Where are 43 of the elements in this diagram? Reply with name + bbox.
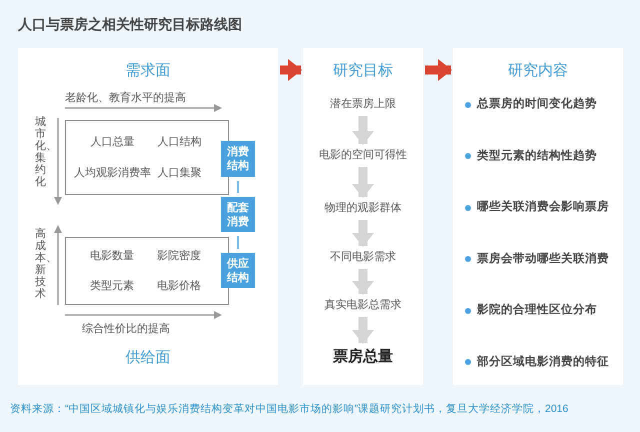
block-arrow	[352, 269, 374, 295]
result-text: 票房总量	[313, 347, 413, 367]
diagram-title: 人口与票房之相关性研究目标路线图	[18, 15, 242, 34]
panel-footer: 供给面	[18, 346, 278, 369]
content-item: 票房会带动哪些关联消费	[477, 251, 609, 266]
content-item: 类型元素的结构性趋势	[477, 148, 597, 164]
panel	[18, 48, 278, 385]
factor-text: 人口结构	[156, 135, 202, 150]
panel-heading: 需求面	[124, 61, 172, 81]
block-arrow	[352, 220, 374, 247]
connector-line	[237, 236, 239, 249]
axis-label: 老龄化、教育水平的提高	[65, 90, 186, 106]
block-arrow	[280, 59, 302, 81]
step-text: 不同电影需求	[308, 250, 418, 265]
factor-text: 人均观影消费率	[74, 166, 151, 180]
content-item: 部分区域电影消费的特征	[477, 354, 609, 370]
step-text: 物理的观影群体	[308, 201, 418, 216]
tag-box: 配套消费	[221, 197, 255, 232]
source-note: 资料来源：“中国区域城镇化与娱乐消费结构变革对中国电影市场的影响”课题研究计划书，复旦大学经济学院，2016	[10, 402, 568, 417]
panel-heading: 研究目标	[332, 61, 394, 81]
panel-heading: 研究内容	[507, 61, 569, 81]
factor-text: 类型元素	[88, 278, 135, 294]
factor-text: 影院密度	[156, 248, 202, 264]
block-arrow	[352, 116, 374, 145]
connector-line	[237, 181, 239, 193]
content-item: 影院的合理性区位分布	[477, 302, 597, 318]
step-text: 电影的空间可得性	[308, 148, 418, 163]
panel	[453, 48, 623, 385]
content-item: 总票房的时间变化趋势	[477, 96, 597, 112]
factor-text: 人口集聚	[156, 166, 202, 180]
block-arrow	[352, 167, 374, 198]
factor-text: 电影数量	[88, 248, 135, 264]
step-text: 潜在票房上限	[308, 97, 418, 112]
content-item: 哪些关联消费会影响票房	[477, 199, 609, 215]
tag-box: 消费结构	[221, 141, 255, 177]
tag-box: 供应结构	[221, 253, 255, 288]
axis-label: 综合性价比的提高	[82, 322, 170, 337]
factor-text: 电影价格	[156, 279, 202, 294]
factor-text: 人口总量	[90, 135, 136, 150]
panel	[303, 48, 423, 385]
block-arrow	[352, 317, 374, 344]
step-text: 真实电影总需求	[308, 298, 418, 313]
block-arrow	[425, 59, 452, 81]
